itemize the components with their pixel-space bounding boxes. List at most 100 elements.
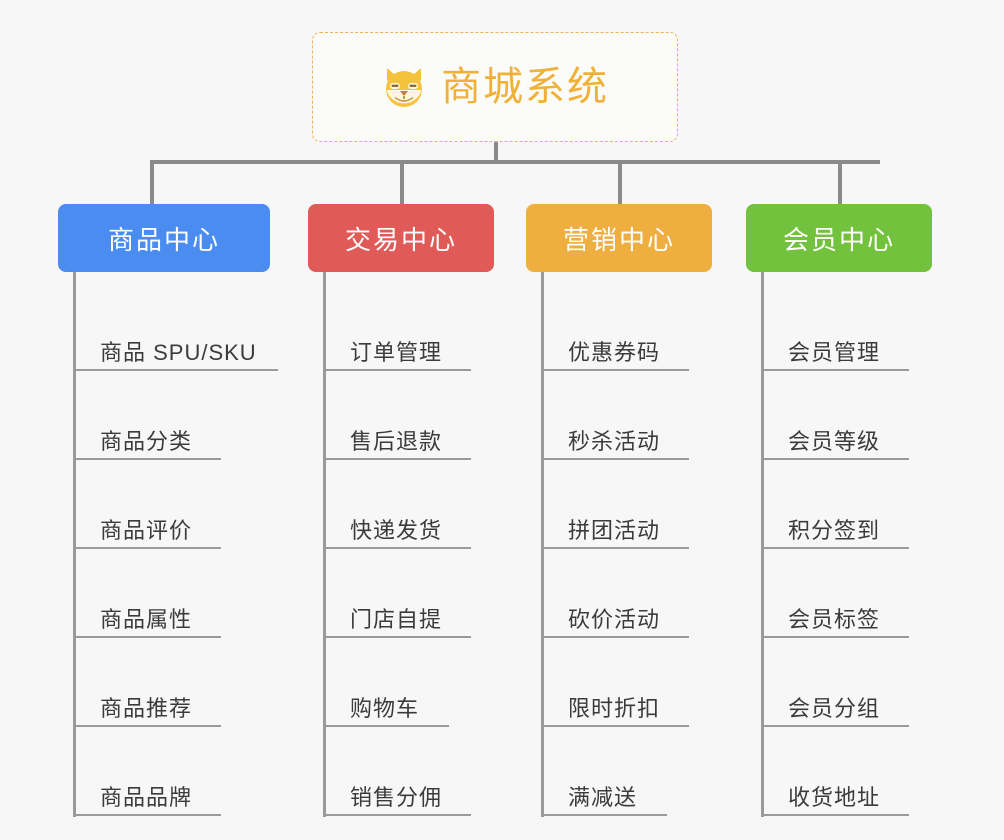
leaf-label: 积分签到	[788, 517, 881, 543]
leaf-underline	[323, 458, 471, 460]
leaf-label: 会员管理	[788, 339, 881, 365]
leaf-underline	[323, 636, 471, 638]
leaf-underline	[541, 547, 689, 549]
leaf-label: 秒杀活动	[568, 428, 661, 454]
leaf-underline	[323, 369, 471, 371]
leaf-item[interactable]: 商品评价	[73, 460, 270, 549]
leaf-item[interactable]: 商品品牌	[73, 727, 270, 816]
leaf-label: 优惠券码	[568, 339, 661, 365]
leaf-spine-3	[541, 272, 544, 817]
leaf-label: 商品 SPU/SKU	[100, 339, 257, 365]
category-header-2[interactable]: 交易中心	[308, 204, 494, 272]
leaf-underline	[73, 814, 221, 816]
leaf-label: 砍价活动	[568, 606, 661, 632]
leaf-label: 订单管理	[350, 339, 443, 365]
category-header-3[interactable]: 营销中心	[526, 204, 712, 272]
leaf-item[interactable]: 快递发货	[323, 460, 520, 549]
leaf-label: 购物车	[350, 695, 420, 721]
leaf-item[interactable]: 会员标签	[761, 549, 958, 638]
connector-drop-1	[150, 160, 154, 204]
shiba-dog-face-icon	[381, 64, 427, 110]
leaf-spine-2	[323, 272, 326, 817]
leaf-item[interactable]: 商品分类	[73, 371, 270, 460]
leaf-item[interactable]: 优惠券码	[541, 282, 738, 371]
leaf-label: 商品分类	[100, 428, 193, 454]
branch-column-4: 会员中心 会员管理 会员等级 积分签到 会员标签 会员分组	[746, 204, 958, 817]
leaf-item[interactable]: 购物车	[323, 638, 520, 727]
category-header-4[interactable]: 会员中心	[746, 204, 932, 272]
leaf-item[interactable]: 会员管理	[761, 282, 958, 371]
connector-drop-4	[838, 160, 842, 204]
leaf-underline	[761, 636, 909, 638]
leaf-underline	[761, 458, 909, 460]
root-node[interactable]: 商城系统	[312, 32, 678, 142]
connector-stem	[494, 142, 498, 162]
leaf-list-4: 会员管理 会员等级 积分签到 会员标签 会员分组 收货地址	[761, 272, 958, 817]
branch-column-3: 营销中心 优惠券码 秒杀活动 拼团活动 砍价活动 限时折扣	[526, 204, 738, 817]
leaf-underline	[73, 725, 221, 727]
leaf-underline	[73, 369, 278, 371]
leaf-list-1: 商品 SPU/SKU 商品分类 商品评价 商品属性 商品推荐 商品品牌	[73, 272, 278, 817]
leaf-label: 会员标签	[788, 606, 881, 632]
leaf-label: 商品推荐	[100, 695, 193, 721]
category-header-1[interactable]: 商品中心	[58, 204, 270, 272]
leaf-spine-1	[73, 272, 76, 817]
leaf-label: 快递发货	[350, 517, 443, 543]
leaf-underline	[73, 547, 221, 549]
leaf-underline	[761, 369, 909, 371]
leaf-label: 商品属性	[100, 606, 193, 632]
leaf-underline	[541, 458, 689, 460]
leaf-list-3: 优惠券码 秒杀活动 拼团活动 砍价活动 限时折扣 满减送	[541, 272, 738, 817]
connector-drop-2	[400, 160, 404, 204]
leaf-label: 商品品牌	[100, 784, 193, 810]
leaf-list-2: 订单管理 售后退款 快递发货 门店自提 购物车 销售分佣	[323, 272, 520, 817]
category-title-3: 营销中心	[562, 224, 675, 255]
leaf-underline	[541, 814, 667, 816]
category-title-2: 交易中心	[344, 224, 457, 255]
leaf-item[interactable]: 积分签到	[761, 460, 958, 549]
leaf-item[interactable]: 商品属性	[73, 549, 270, 638]
leaf-item[interactable]: 会员等级	[761, 371, 958, 460]
branch-column-2: 交易中心 订单管理 售后退款 快递发货 门店自提 购物车	[308, 204, 520, 817]
leaf-item[interactable]: 商品推荐	[73, 638, 270, 727]
leaf-item[interactable]: 销售分佣	[323, 727, 520, 816]
leaf-label: 销售分佣	[350, 784, 443, 810]
branch-column-1: 商品中心 商品 SPU/SKU 商品分类 商品评价 商品属性 商品推荐	[58, 204, 278, 817]
leaf-underline	[541, 636, 689, 638]
leaf-label: 限时折扣	[568, 695, 661, 721]
category-title-1: 商品中心	[107, 224, 220, 255]
root-title: 商城系统	[441, 65, 609, 109]
leaf-item[interactable]: 商品 SPU/SKU	[73, 282, 278, 371]
leaf-item[interactable]: 限时折扣	[541, 638, 738, 727]
leaf-label: 满减送	[568, 784, 638, 810]
leaf-item[interactable]: 砍价活动	[541, 549, 738, 638]
leaf-underline	[73, 458, 221, 460]
leaf-item[interactable]: 收货地址	[761, 727, 958, 816]
leaf-item[interactable]: 门店自提	[323, 549, 520, 638]
leaf-label: 门店自提	[350, 606, 443, 632]
leaf-underline	[541, 369, 689, 371]
connector-drop-3	[618, 160, 622, 204]
leaf-item[interactable]: 秒杀活动	[541, 371, 738, 460]
category-title-4: 会员中心	[782, 224, 895, 255]
leaf-underline	[541, 725, 689, 727]
leaf-label: 会员分组	[788, 695, 881, 721]
leaf-label: 售后退款	[350, 428, 443, 454]
leaf-underline	[323, 814, 471, 816]
leaf-label: 拼团活动	[568, 517, 661, 543]
leaf-label: 商品评价	[100, 517, 193, 543]
leaf-underline	[761, 547, 909, 549]
leaf-item[interactable]: 订单管理	[323, 282, 520, 371]
leaf-underline	[761, 814, 909, 816]
leaf-label: 会员等级	[788, 428, 881, 454]
leaf-item[interactable]: 会员分组	[761, 638, 958, 727]
leaf-underline	[323, 725, 449, 727]
leaf-item[interactable]: 售后退款	[323, 371, 520, 460]
leaf-item[interactable]: 满减送	[541, 727, 738, 816]
leaf-item[interactable]: 拼团活动	[541, 460, 738, 549]
leaf-underline	[761, 725, 909, 727]
leaf-underline	[73, 636, 221, 638]
leaf-label: 收货地址	[788, 784, 881, 810]
leaf-underline	[323, 547, 471, 549]
